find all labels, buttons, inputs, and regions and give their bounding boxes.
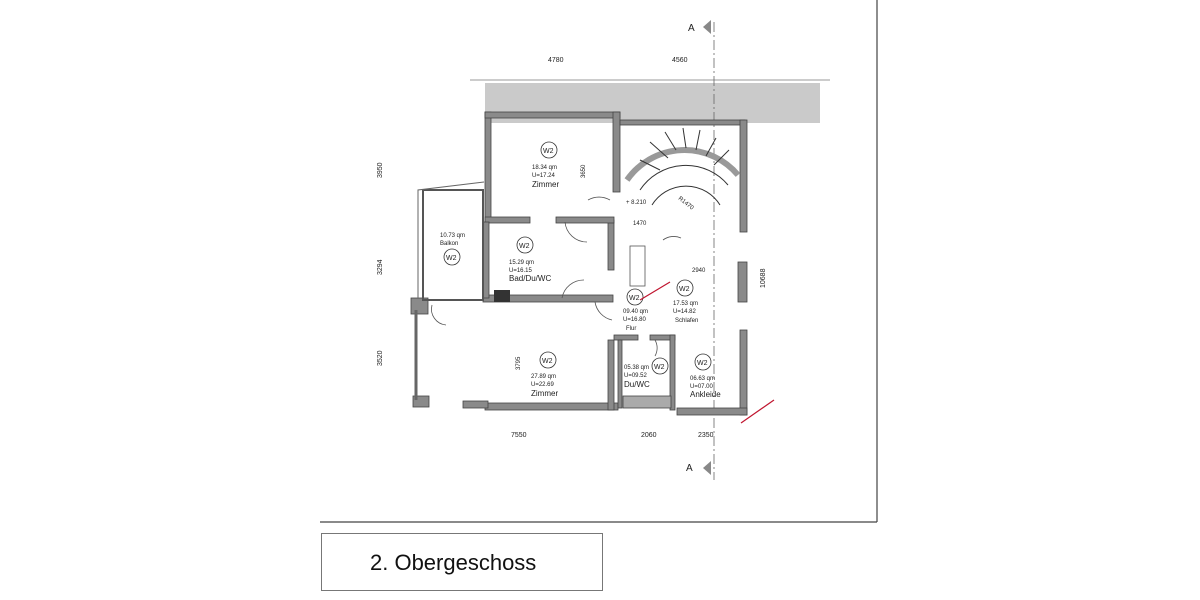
dim-bottom-3: 2350 [698,432,714,439]
dim-left-1: 3950 [377,162,384,178]
dim-left-2: 3294 [377,259,384,275]
room-area: 06.63 qm [690,376,715,382]
room-zimmer-south: W2 27.89 qm U=22.69 Zimmer [531,351,558,398]
dim-bottom-1: 7550 [511,432,527,439]
room-wall-tag: W2 [697,360,708,367]
room-wall-tag: W2 [519,243,530,250]
section-arrow-top [703,20,711,34]
room-name: Zimmer [531,389,558,398]
section-label-bottom: A [686,463,693,474]
room-wall-tag: W2 [542,358,553,365]
dim-inner-4: 3795 [516,356,522,370]
balcony-outline [422,189,484,301]
room-wall-tag: W2 [543,148,554,155]
room-area: 10.73 qm [440,233,465,239]
dim-right: 10688 [760,268,767,288]
room-duwc: W2 05.38 qm U=09.52 Du/WC [624,357,669,389]
room-area: 15.29 qm [509,260,534,266]
room-perimeter: U=09.52 [624,373,648,379]
room-wall-tag: W2 [629,295,640,302]
room-name: Balkon [440,241,458,247]
dim-inner-3: 2940 [692,268,706,274]
room-name: Du/WC [624,380,650,389]
annotation-marks [639,281,775,424]
room-name: Schlafen [675,318,698,324]
room-name: Bad/Du/WC [509,274,551,283]
floor-title: 2. Obergeschoss [370,550,537,575]
room-perimeter: U=16.15 [509,268,533,274]
dim-left-3: 3520 [377,350,384,366]
room-perimeter: U=17.24 [532,173,556,179]
room-wall-tag: W2 [446,255,457,262]
room-area: 18.34 qm [532,165,557,171]
room-zimmer-north: W2 18.34 qm U=17.24 Zimmer [532,141,559,189]
kitchen-unit [494,290,510,302]
room-name: Ankleide [690,390,721,399]
room-flur: W2 09.40 qm U=16.80 Flur [623,288,648,332]
spiral-stair [624,127,741,206]
room-wall-tag: W2 [679,286,690,293]
caption-box: 2. Obergeschoss [321,533,603,591]
doors [431,196,682,357]
room-area: 09.40 qm [623,309,648,315]
section-arrow-bottom [703,461,711,475]
room-wall-tag: W2 [654,364,665,371]
room-area: 17.53 qm [673,301,698,307]
dim-inner-1: 3650 [581,164,587,178]
room-schlafen: W2 17.53 qm U=14.82 Schlafen [673,279,698,324]
radius-mark: R1470 [677,196,695,212]
dim-bottom-2: 2060 [641,432,657,439]
balcony-rail [417,181,485,298]
section-label-top: A [688,23,695,34]
level-mark: + 8.210 [626,200,647,206]
dim-inner-2: 1470 [633,221,647,227]
room-perimeter: U=16.80 [623,317,647,323]
room-area: 05.38 qm [624,365,649,371]
room-perimeter: U=14.82 [673,309,697,315]
room-balkon: W2 10.73 qm Balkon [440,233,465,266]
room-bad: W2 15.29 qm U=16.15 Bad/Du/WC [509,236,551,283]
room-perimeter: U=07.00 [690,384,714,390]
room-perimeter: U=22.69 [531,382,555,388]
room-name: Zimmer [532,180,559,189]
room-area: 27.89 qm [531,374,556,380]
dim-top-1: 4780 [548,57,564,64]
room-ankleide: W2 06.63 qm U=07.00 Ankleide [690,353,721,399]
walls [410,111,748,416]
dim-top-2: 4560 [672,57,688,64]
room-name: Flur [626,326,636,332]
